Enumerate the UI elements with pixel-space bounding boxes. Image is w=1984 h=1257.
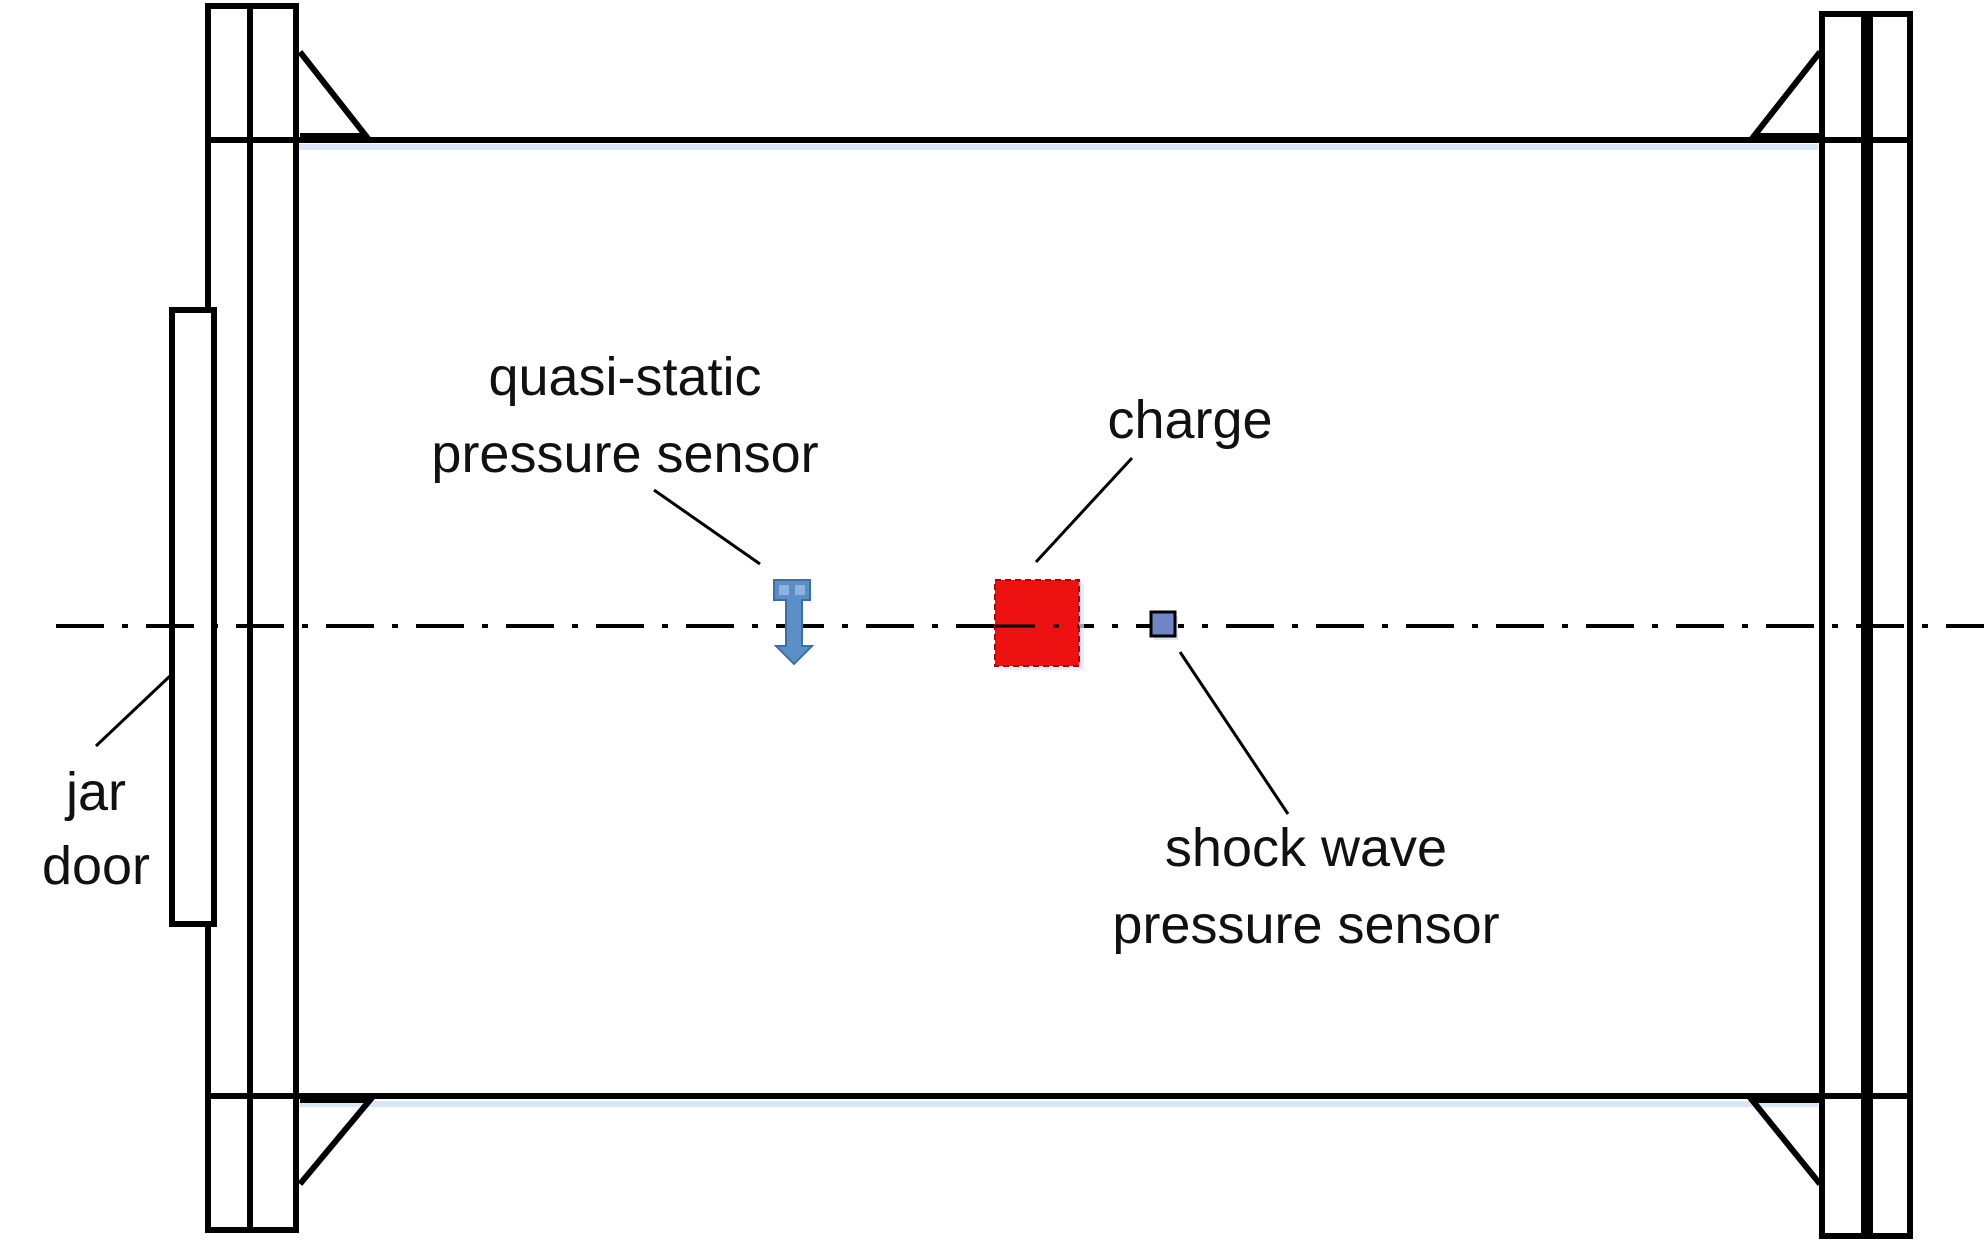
charge-leader <box>1034 456 1134 564</box>
shock-wave-pressure-sensor <box>1149 610 1178 640</box>
shock-wave-sensor-icon <box>1149 610 1177 638</box>
charge-block <box>994 579 1080 667</box>
quasi-static-sensor-icon <box>773 579 815 666</box>
charge <box>994 579 1084 670</box>
jar-door-label-line1: jar <box>64 762 126 822</box>
left-bottom-gusset <box>297 1097 377 1186</box>
shock-wave-leader <box>1178 651 1290 815</box>
quasi-static-label-line1: quasi-static <box>488 347 761 407</box>
right-top-gusset <box>1747 50 1823 139</box>
quasi-static-pressure-sensor <box>773 579 815 666</box>
charge-label: charge <box>1107 390 1272 450</box>
shock-wave-label-line1: shock wave <box>1165 818 1447 878</box>
quasi-static-label-line2: pressure sensor <box>431 424 818 484</box>
right-bottom-gusset <box>1745 1097 1823 1186</box>
jar-door <box>169 307 217 927</box>
quasi-static-leader <box>653 488 761 566</box>
shock-wave-label-line2: pressure sensor <box>1112 895 1499 955</box>
line-shadows <box>296 144 1818 1107</box>
jar-door-label-line2: door <box>42 836 150 896</box>
left-flange-inner-plate <box>247 3 299 1233</box>
left-flange <box>205 3 377 1233</box>
jar-door-leader <box>94 674 172 748</box>
leader-lines <box>94 456 1290 815</box>
left-top-gusset <box>297 50 373 139</box>
chamber-body <box>296 137 1912 1099</box>
labels: quasi-static pressure sensor charge jar … <box>42 347 1500 955</box>
